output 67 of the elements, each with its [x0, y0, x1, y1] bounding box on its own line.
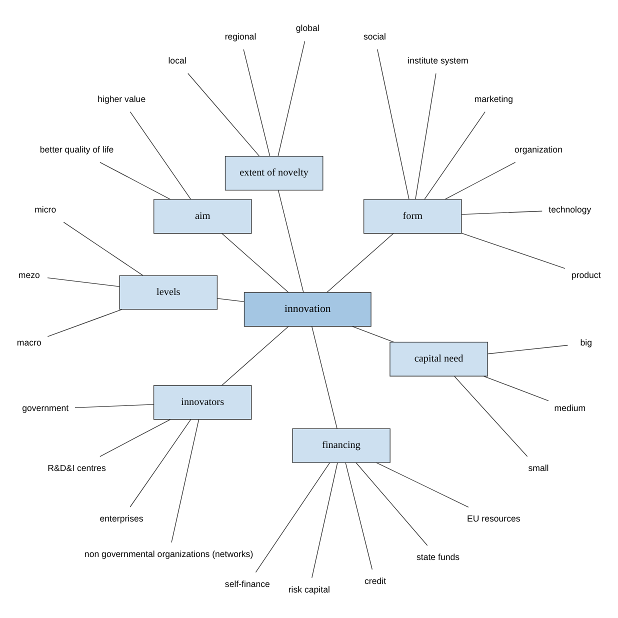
node-text: government: [22, 402, 69, 413]
connector: [130, 418, 192, 507]
connector: [312, 326, 338, 428]
connector: [278, 40, 306, 156]
node-text: better quality of life: [40, 144, 114, 154]
node-text: micro: [34, 204, 56, 214]
node-box: extent of novelty: [224, 155, 324, 190]
connector: [312, 462, 338, 578]
connector: [221, 232, 289, 292]
connector: [255, 462, 330, 572]
node-text: global: [296, 22, 320, 33]
connector: [74, 404, 154, 408]
connector: [221, 326, 289, 386]
connector: [47, 277, 120, 286]
node-text: technology: [548, 204, 592, 214]
node-text: higher value: [98, 93, 146, 104]
node-text: risk capital: [288, 584, 330, 594]
connector: [188, 72, 260, 156]
node-text: organization: [514, 144, 562, 154]
connector: [326, 232, 394, 292]
connector: [130, 111, 192, 200]
connector: [483, 375, 549, 401]
connector: [461, 232, 566, 268]
connector: [216, 298, 244, 302]
connector: [377, 48, 410, 200]
connector: [356, 462, 428, 546]
node-box: innovation: [244, 292, 372, 326]
connector: [461, 210, 542, 214]
node-text: marketing: [474, 93, 513, 104]
connector: [171, 418, 200, 542]
node-text: credit: [364, 576, 386, 586]
connector: [444, 161, 516, 200]
node-text: big: [580, 337, 592, 348]
node-box: innovators: [153, 384, 252, 420]
node-text: institute system: [408, 54, 468, 65]
connector: [47, 308, 122, 336]
connector: [243, 48, 270, 156]
node-text: mezo: [18, 269, 40, 280]
node-box: levels: [119, 274, 218, 310]
node-text: local: [168, 54, 186, 65]
node-text: social: [364, 30, 386, 41]
node-text: enterprises: [100, 513, 144, 524]
connector: [376, 462, 469, 508]
node-text: medium: [554, 402, 586, 413]
node-box: capital need: [390, 341, 488, 376]
connector: [454, 375, 528, 456]
node-text: small: [528, 462, 549, 473]
connector: [415, 72, 436, 200]
connector: [100, 418, 171, 456]
node-text: macro: [16, 337, 42, 348]
connector: [352, 326, 394, 342]
connector: [100, 161, 171, 200]
connector: [487, 344, 568, 354]
node-text: state funds: [416, 552, 460, 562]
node-text: regional: [224, 30, 256, 41]
connector: [278, 189, 304, 292]
node-text: product: [571, 269, 601, 280]
node-text: EU resources: [467, 513, 520, 524]
node-text: self-finance: [224, 578, 270, 588]
node-text: non governmental organizations (networks): [84, 548, 254, 559]
connector: [345, 462, 373, 570]
node-box: aim: [154, 198, 252, 234]
connector: [424, 111, 486, 200]
node-box: form: [363, 198, 462, 234]
node-box: financing: [292, 428, 390, 462]
node-text: R&D&I centres: [48, 462, 106, 473]
connector: [63, 221, 144, 276]
